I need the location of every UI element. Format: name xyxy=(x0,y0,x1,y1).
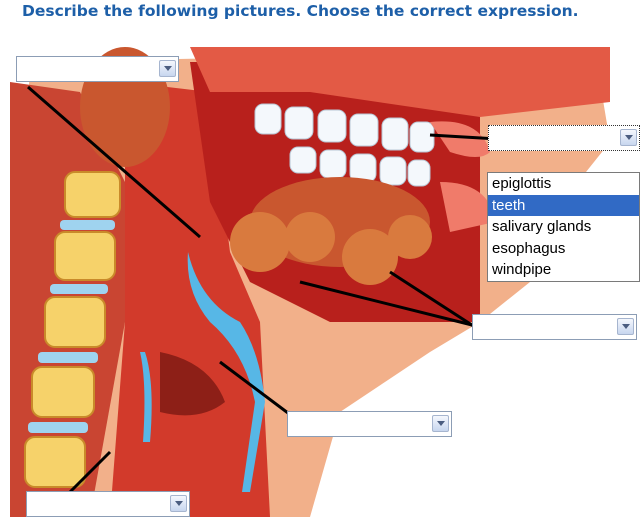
chevron-down-icon[interactable] xyxy=(620,129,637,146)
dropdown-options-list[interactable]: epiglottis teeth salivary glands esophag… xyxy=(487,172,640,282)
option-salivary-glands[interactable]: salivary glands xyxy=(488,216,639,238)
instruction-title: Describe the following pictures. Choose … xyxy=(0,0,640,22)
answer-dropdown-top-right[interactable] xyxy=(488,125,640,151)
option-esophagus[interactable]: esophagus xyxy=(488,238,639,260)
answer-dropdown-middle-right[interactable] xyxy=(472,314,637,340)
chevron-down-icon[interactable] xyxy=(432,415,449,432)
option-epiglottis[interactable]: epiglottis xyxy=(488,173,639,195)
chevron-down-icon[interactable] xyxy=(617,318,634,335)
option-windpipe[interactable]: windpipe xyxy=(488,259,639,281)
option-teeth[interactable]: teeth xyxy=(488,195,639,217)
answer-dropdown-top-left[interactable] xyxy=(16,56,179,82)
chevron-down-icon[interactable] xyxy=(159,60,176,77)
chevron-down-icon[interactable] xyxy=(170,495,187,512)
answer-dropdown-center-bottom[interactable] xyxy=(287,411,452,437)
answer-dropdown-bottom-left[interactable] xyxy=(26,491,190,517)
